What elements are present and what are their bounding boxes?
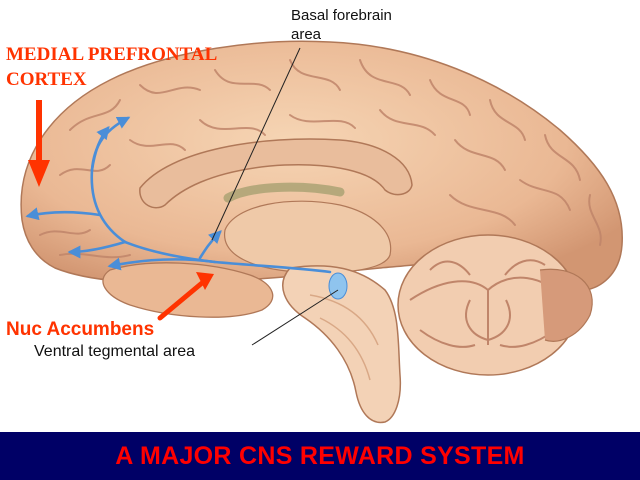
diagram-stage: Basal forebrain area MEDIAL PREFRONTAL C… <box>6 6 623 424</box>
ventral-tegmental-area <box>328 272 348 300</box>
basal-forebrain-label-line1: Basal forebrain <box>291 7 392 24</box>
gyri-folds <box>39 59 602 259</box>
dopamine-pathway-arrows <box>25 116 332 274</box>
vta-leader <box>251 289 339 346</box>
brain-illustration <box>20 40 623 424</box>
mpfc-label-line2: CORTEX <box>6 69 87 90</box>
basal-forebrain-label: Basal forebrain area <box>291 6 392 44</box>
corpus-callosum <box>139 138 413 209</box>
nuc-accumbens-label: Nuc Accumbens <box>6 319 155 340</box>
banner-title: A MAJOR CNS REWARD SYSTEM <box>115 441 525 470</box>
temporal-lobe <box>102 262 274 318</box>
cerebellum <box>397 234 593 376</box>
mpfc-label-line1: MEDIAL PREFRONTAL <box>6 44 218 65</box>
basal-forebrain-leader <box>211 47 301 241</box>
pointer-arrow <box>28 100 50 187</box>
brainstem <box>282 265 402 424</box>
basal-forebrain-label-line2: area <box>291 26 322 43</box>
nuc-accumbens-pointer-arrow <box>157 272 214 321</box>
medial-prefrontal-cortex-label: MEDIAL PREFRONTAL CORTEX <box>6 42 217 92</box>
ventral-tegmental-area-label: Ventral tegmental area <box>34 343 195 360</box>
title-banner: A MAJOR CNS REWARD SYSTEM <box>0 432 640 480</box>
